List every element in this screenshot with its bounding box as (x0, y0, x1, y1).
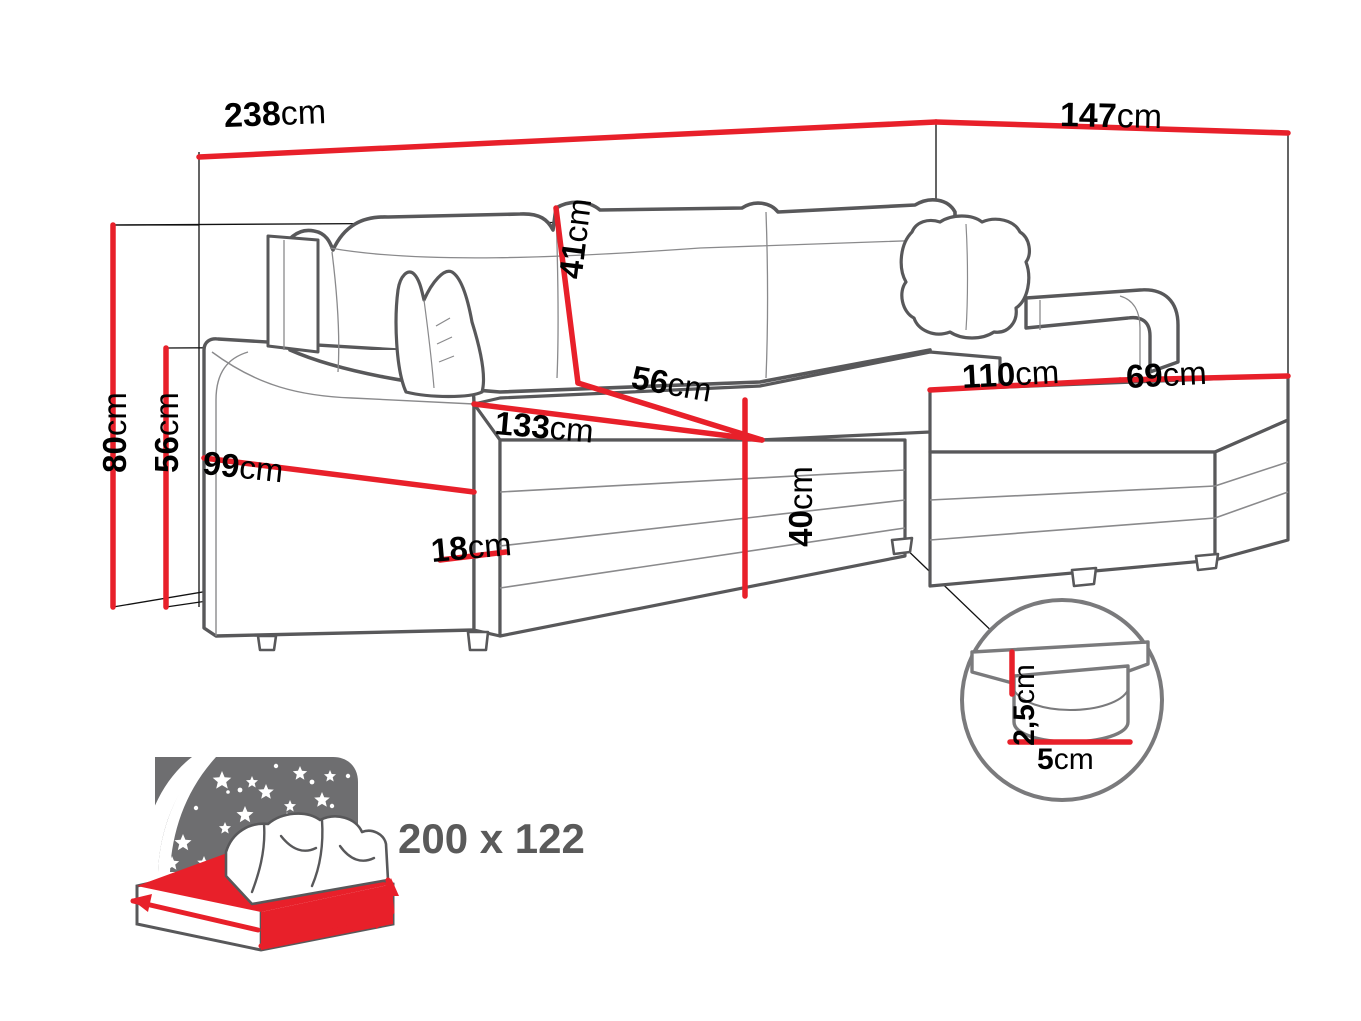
bed-pillows (224, 812, 390, 906)
dimension-lines-red (110, 119, 1291, 745)
pillow-seams (250, 818, 376, 894)
bed-arrowheads (131, 878, 399, 929)
sofa-legs (256, 536, 1220, 652)
chaise-unit (928, 374, 1290, 588)
throw-pillow-left (394, 269, 486, 399)
dimension-label-leg-width: 5cm (1037, 743, 1094, 776)
throw-pillow-right (899, 214, 1031, 340)
left-back-block (266, 234, 320, 354)
bed-side-panel (261, 884, 393, 950)
sofa-base (472, 402, 907, 638)
armrest-inner-lines (211, 351, 475, 636)
chaise-armrest (1024, 288, 1180, 374)
base-seams (499, 469, 906, 589)
chaise-seams (929, 461, 1289, 541)
detail-leg (970, 640, 1150, 744)
bed-size-label: 200 x 122 (398, 815, 585, 862)
